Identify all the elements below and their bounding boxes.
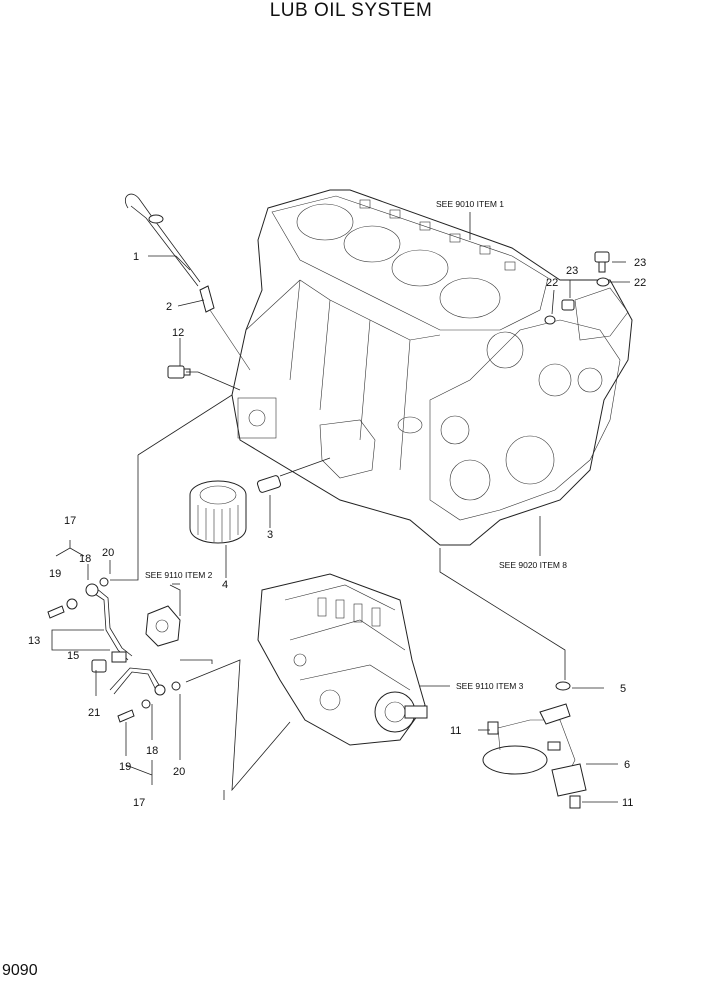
oil-pipe-drawing [47, 577, 181, 723]
ref-label-9110-item2: SEE 9110 ITEM 2 [145, 570, 213, 580]
page-title: LUB OIL SYSTEM [269, 0, 433, 21]
callout-6: 6 [624, 759, 630, 771]
oil-strainer-drawing [482, 681, 587, 809]
callout-11-lower: 11 [622, 797, 633, 809]
callout-13: 13 [28, 635, 40, 647]
callout-4: 4 [222, 579, 228, 591]
callout-21: 21 [88, 707, 100, 719]
ref-label-9110-item3: SEE 9110 ITEM 3 [456, 681, 524, 691]
callout-20-lower: 20 [173, 766, 185, 778]
injection-pump-drawing [257, 573, 428, 746]
callout-5: 5 [620, 683, 626, 695]
engine-block-drawing [231, 189, 633, 546]
callout-11-upper: 11 [450, 725, 461, 737]
callout-19-upper: 19 [49, 568, 61, 580]
ref-label-9010: SEE 9010 ITEM 1 [436, 199, 504, 209]
callout-17-lower: 17 [133, 797, 145, 809]
callout-23-right: 23 [634, 257, 646, 269]
page-number: 9090 [2, 962, 38, 979]
ref-label-9020: SEE 9020 ITEM 8 [499, 560, 567, 570]
callout-23-left: 23 [566, 265, 578, 277]
callout-2: 2 [166, 301, 172, 313]
callout-3: 3 [267, 529, 273, 541]
callout-22-left: 22 [546, 277, 558, 289]
leader-lines [51, 212, 630, 803]
callout-22-right: 22 [634, 277, 646, 289]
callout-12: 12 [172, 327, 184, 339]
callout-18-upper: 18 [79, 553, 91, 565]
callout-20-upper: 20 [102, 547, 114, 559]
callout-17-upper: 17 [64, 515, 76, 527]
callout-15: 15 [67, 650, 79, 662]
callout-18-lower: 18 [146, 745, 158, 757]
oil-filter-drawing [189, 475, 282, 544]
callout-1: 1 [133, 251, 139, 263]
dipstick-drawing [124, 193, 251, 371]
bolts-drawing [544, 251, 610, 325]
callout-19-lower: 19 [119, 761, 131, 773]
